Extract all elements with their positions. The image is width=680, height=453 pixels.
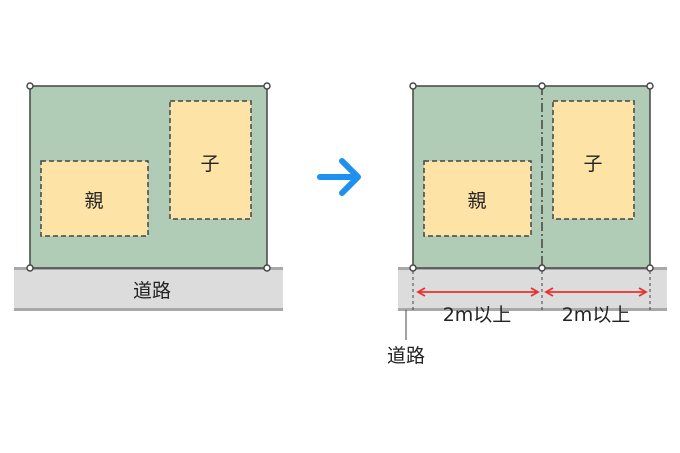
after-diagram: 2m以上 2m以上 道路 親 子 — [387, 82, 667, 367]
extension-lines — [412, 271, 651, 311]
before-diagram: 親 子 道路 — [14, 82, 283, 311]
lot-outline — [412, 85, 651, 269]
parent-label: 親 — [467, 190, 486, 212]
corner-markers — [26, 82, 271, 272]
child-house — [552, 100, 635, 220]
child-label: 子 — [583, 153, 602, 175]
dimension-label-right: 2m以上 — [562, 304, 631, 326]
parent-label: 親 — [84, 190, 103, 212]
corner-markers — [409, 82, 654, 272]
road-edge-bottom — [14, 308, 283, 311]
dimension-label-left: 2m以上 — [443, 304, 512, 326]
road-label: 道路 — [133, 280, 171, 302]
parent-house — [423, 160, 532, 237]
road-edge-bottom — [398, 308, 667, 311]
parent-house — [40, 160, 149, 237]
road-label: 道路 — [387, 345, 425, 367]
arrow-right-icon — [317, 158, 361, 196]
child-house — [169, 100, 252, 220]
child-label: 子 — [200, 153, 219, 175]
road — [14, 267, 283, 311]
